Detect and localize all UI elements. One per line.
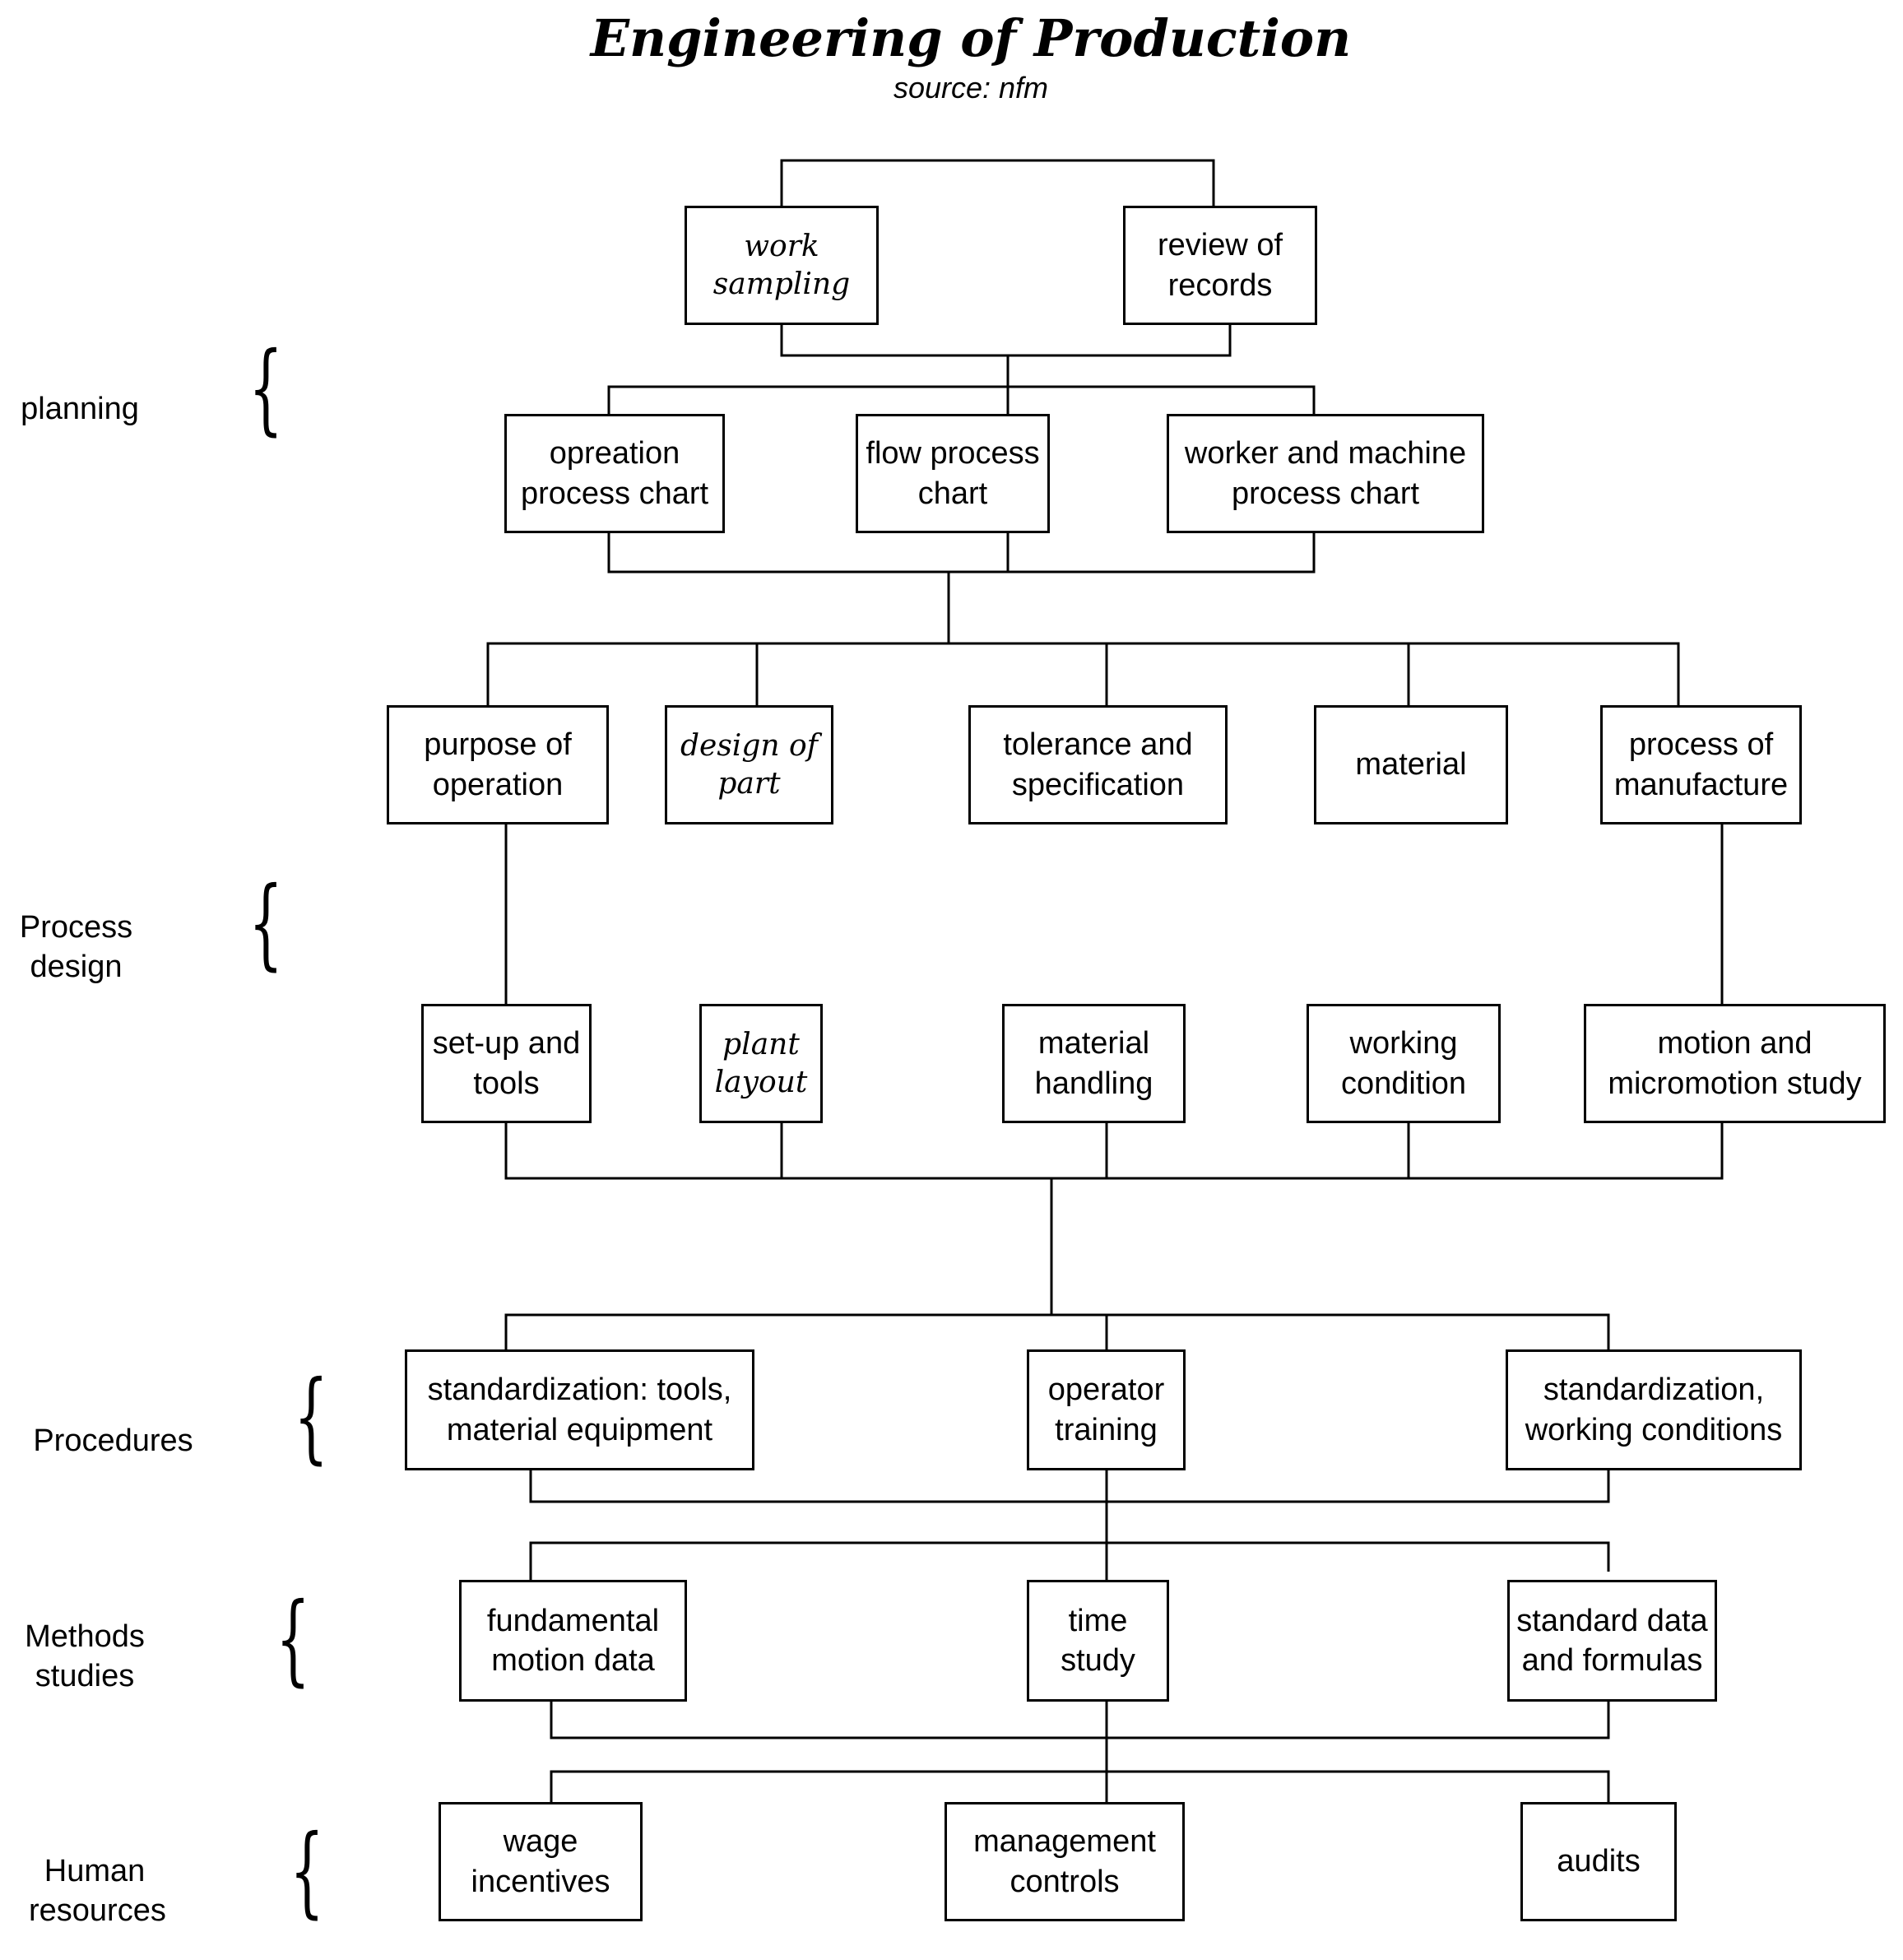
section-label-process-design: Process design	[19, 910, 133, 985]
box-setup-tools: set-up and tools	[421, 1004, 592, 1123]
brace-methods-studies: {	[276, 1582, 311, 1697]
section-label-methods-studies: Methods studies	[25, 1619, 145, 1694]
box-operator-training: operator training	[1027, 1349, 1186, 1470]
box-purpose-of-operation: purpose of operation	[387, 705, 609, 824]
box-review-of-records: review of records	[1123, 206, 1317, 325]
box-tolerance-specification: tolerance and specification	[968, 705, 1228, 824]
section-label-human-resources: Human resources	[29, 1854, 166, 1929]
connector-level2-bottom	[607, 533, 1316, 574]
box-motion-study: motion and micromotion study	[1584, 1004, 1886, 1123]
section-label-procedures: Procedures	[33, 1424, 193, 1458]
connector-level2-top	[607, 385, 1316, 416]
connector-level1-bottom	[780, 325, 1232, 357]
box-audits: audits	[1520, 1802, 1677, 1921]
diagram-subtitle: source: nfm	[893, 71, 1049, 105]
connector-procedures-top	[504, 1313, 1610, 1354]
section-label-planning: planning	[21, 392, 139, 426]
brace-human-resources: {	[290, 1814, 325, 1929]
brace-procedures: {	[294, 1360, 329, 1475]
box-management-controls: management controls	[945, 1802, 1185, 1921]
box-standardization-tools: standardization: tools, material equipme…	[405, 1349, 754, 1470]
connector-level3-top	[486, 642, 1680, 708]
box-standard-data-formulas: standard data and formulas	[1507, 1580, 1717, 1702]
box-material-handling: material handling	[1002, 1004, 1186, 1123]
box-worker-machine-chart: worker and machine process chart	[1167, 414, 1484, 533]
box-time-study: time study	[1027, 1580, 1169, 1702]
box-design-of-part: design of part	[665, 705, 833, 824]
box-operation-process-chart: opreation process chart	[504, 414, 725, 533]
box-standardization-working-conditions: standardization, working conditions	[1506, 1349, 1802, 1470]
box-work-sampling: work sampling	[685, 206, 879, 325]
diagram-title: Engineering of Production	[590, 8, 1352, 68]
connector-procedures-bottom	[529, 1470, 1610, 1503]
connector-hr-top	[550, 1770, 1610, 1806]
box-fundamental-motion-data: fundamental motion data	[459, 1580, 687, 1702]
brace-process-design: {	[248, 866, 284, 981]
box-process-of-manufacture: process of manufacture	[1600, 705, 1802, 824]
box-material: material	[1314, 705, 1508, 824]
connector-methods-top	[529, 1541, 1610, 1584]
box-plant-layout: plant layout	[699, 1004, 823, 1123]
connector-level4-bottom	[504, 1123, 1724, 1180]
brace-planning: {	[248, 332, 284, 446]
box-working-condition: working condition	[1307, 1004, 1501, 1123]
box-flow-process-chart: flow process chart	[856, 414, 1050, 533]
connector-top-loop	[780, 159, 1215, 209]
box-wage-incentives: wage incentives	[439, 1802, 643, 1921]
connector-methods-bottom	[550, 1702, 1610, 1739]
